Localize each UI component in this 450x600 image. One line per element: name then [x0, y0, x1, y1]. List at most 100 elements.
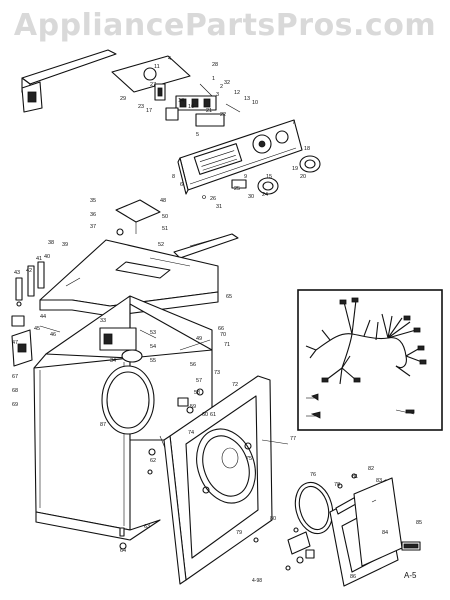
callout-18: 18	[304, 146, 310, 152]
control-rail	[21, 49, 117, 113]
callout-63: 63	[144, 524, 150, 530]
callout-77: 77	[290, 436, 296, 442]
callout-81: 81	[352, 474, 358, 480]
callout-17: 17	[146, 108, 152, 114]
callout-5: 5	[196, 132, 199, 138]
callout-59: 59	[190, 404, 196, 410]
callout-65: 65	[226, 294, 232, 300]
callout-38: 38	[48, 240, 54, 246]
callout-68: 68	[12, 388, 18, 394]
callout-46: 46	[50, 332, 56, 338]
callout-51: 51	[162, 226, 168, 232]
callout-82: 82	[368, 466, 374, 472]
callout-75: 75	[246, 456, 252, 462]
callout-23: 23	[138, 104, 144, 110]
callout-64: 64	[120, 548, 126, 554]
callout-7: 7	[292, 120, 295, 126]
callout-10: 10	[252, 100, 258, 106]
callout-66: 66	[218, 326, 224, 332]
callout-50: 50	[162, 214, 168, 220]
callout-71: 71	[224, 342, 230, 348]
door-assembly	[285, 473, 421, 587]
callout-45: 45	[34, 326, 40, 332]
callout-60: 60	[202, 412, 208, 418]
callout-74: 74	[188, 430, 194, 436]
callout-3: 3	[216, 92, 219, 98]
callout-47: 47	[12, 340, 18, 346]
cabinet-body	[33, 295, 213, 541]
callout-72: 72	[232, 382, 238, 388]
callout-33: 33	[100, 318, 106, 324]
callout-4: 4	[168, 56, 171, 62]
left-side-parts	[11, 261, 61, 367]
footer-code: 4-98	[252, 578, 262, 584]
callout-53: 53	[150, 330, 156, 336]
callout-40: 40	[44, 254, 50, 260]
callout-34: 34	[110, 358, 116, 364]
callout-57: 57	[196, 378, 202, 384]
callout-86: 86	[350, 574, 356, 580]
callout-9: 9	[244, 174, 247, 180]
callout-73: 73	[214, 370, 220, 376]
callout-12: 12	[234, 90, 240, 96]
callout-42: 42	[26, 268, 32, 274]
callout-48: 48	[160, 198, 166, 204]
callout-84: 84	[382, 530, 388, 536]
callout-21: 21	[206, 108, 212, 114]
callout-14: 14	[178, 98, 184, 104]
callout-83: 83	[376, 478, 382, 484]
callout-56: 56	[190, 362, 196, 368]
lid-switch-parts	[115, 199, 239, 259]
callout-15: 15	[266, 174, 272, 180]
control-knobs	[231, 155, 321, 195]
callout-26: 26	[210, 196, 216, 202]
callout-37: 37	[90, 224, 96, 230]
control-panel	[177, 119, 303, 199]
callout-61: 61	[210, 412, 216, 418]
callout-6: 6	[180, 182, 183, 188]
bracket-parts	[111, 55, 241, 127]
callout-54: 54	[150, 344, 156, 350]
callout-31: 31	[216, 204, 222, 210]
callout-78: 78	[334, 482, 340, 488]
callout-70: 70	[220, 332, 226, 338]
callout-25: 25	[234, 186, 240, 192]
callout-20: 20	[300, 174, 306, 180]
callout-87: 87	[100, 422, 106, 428]
callout-69: 69	[12, 402, 18, 408]
callout-19: 19	[292, 166, 298, 172]
callout-39: 39	[62, 242, 68, 248]
callout-80: 80	[270, 516, 276, 522]
callout-41: 41	[36, 256, 42, 262]
callout-79: 79	[236, 530, 242, 536]
front-panel	[163, 375, 289, 585]
callout-13: 13	[244, 96, 250, 102]
callout-52: 52	[158, 242, 164, 248]
wire-harness-inset	[297, 289, 443, 431]
callout-58: 58	[194, 390, 200, 396]
callout-44: 44	[40, 314, 46, 320]
callout-11: 11	[154, 64, 160, 70]
callout-24: 24	[262, 192, 268, 198]
callout-67: 67	[12, 374, 18, 380]
callout-49: 49	[196, 336, 202, 342]
callout-55: 55	[150, 358, 156, 364]
callout-27: 27	[150, 82, 156, 88]
callout-36: 36	[90, 212, 96, 218]
callout-8: 8	[172, 174, 175, 180]
callout-62: 62	[150, 458, 156, 464]
diagram-ref: A-5	[404, 571, 417, 580]
callout-28: 28	[212, 62, 218, 68]
door-seal	[293, 481, 334, 535]
callout-2: 2	[220, 84, 223, 90]
callout-76: 76	[310, 472, 316, 478]
callout-16: 16	[188, 104, 194, 110]
callout-1: 1	[212, 76, 215, 82]
callout-43: 43	[14, 270, 20, 276]
callout-85: 85	[416, 520, 422, 526]
callout-22: 22	[220, 112, 226, 118]
callout-29: 29	[120, 96, 126, 102]
